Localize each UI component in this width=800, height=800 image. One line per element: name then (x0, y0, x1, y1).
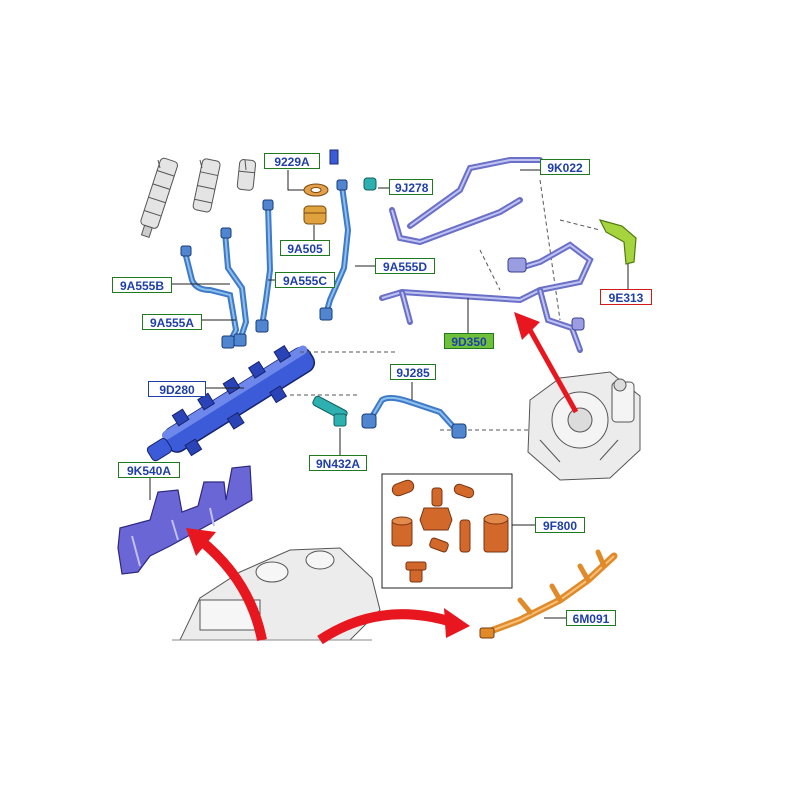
label-9K022: 9K022 (540, 159, 590, 175)
arrow-to-harness (317, 609, 454, 645)
high-pressure-pump (527, 371, 641, 481)
harness-6M091 (479, 549, 618, 639)
pipe-9J285-assembly (312, 382, 467, 455)
injector-3 (236, 159, 257, 191)
injector-seal-parts (287, 149, 339, 240)
bolt-9N432A (312, 395, 348, 427)
label-9N432A: 9N432A (309, 455, 367, 471)
high-pressure-pipes (180, 179, 352, 349)
arrow-to-heat-shield (196, 536, 267, 642)
label-9J285: 9J285 (390, 364, 436, 380)
arrow-to-pump-pipes (527, 328, 579, 414)
label-9E313: 9E313 (600, 289, 652, 305)
red-arrows (186, 312, 579, 645)
return-pipe-assembly (363, 157, 594, 353)
pipe-9D350 (379, 241, 594, 353)
label-9D350: 9D350 (444, 333, 494, 349)
fuel-injectors (140, 157, 257, 238)
leader-lines (172, 187, 389, 389)
label-9A555A: 9A555A (142, 314, 202, 330)
label-9A555B: 9A555B (112, 277, 172, 293)
label-9A505: 9A505 (280, 240, 330, 256)
label-9J278: 9J278 (389, 179, 433, 195)
fuel-rail (146, 344, 316, 462)
bracket-9E313 (598, 219, 637, 289)
label-9K540A: 9K540A (118, 462, 180, 478)
label-9D280: 9D280 (148, 381, 206, 397)
label-9A555C: 9A555C (275, 272, 335, 288)
seal-kit-box (381, 473, 536, 589)
label-9229A: 9229A (264, 153, 320, 169)
label-6M091: 6M091 (566, 610, 616, 626)
injector-2 (192, 158, 221, 213)
label-9F800: 9F800 (535, 517, 585, 533)
injector-1 (140, 157, 179, 238)
heat-shield-9K540A (117, 465, 253, 575)
label-9A555D: 9A555D (375, 258, 435, 274)
